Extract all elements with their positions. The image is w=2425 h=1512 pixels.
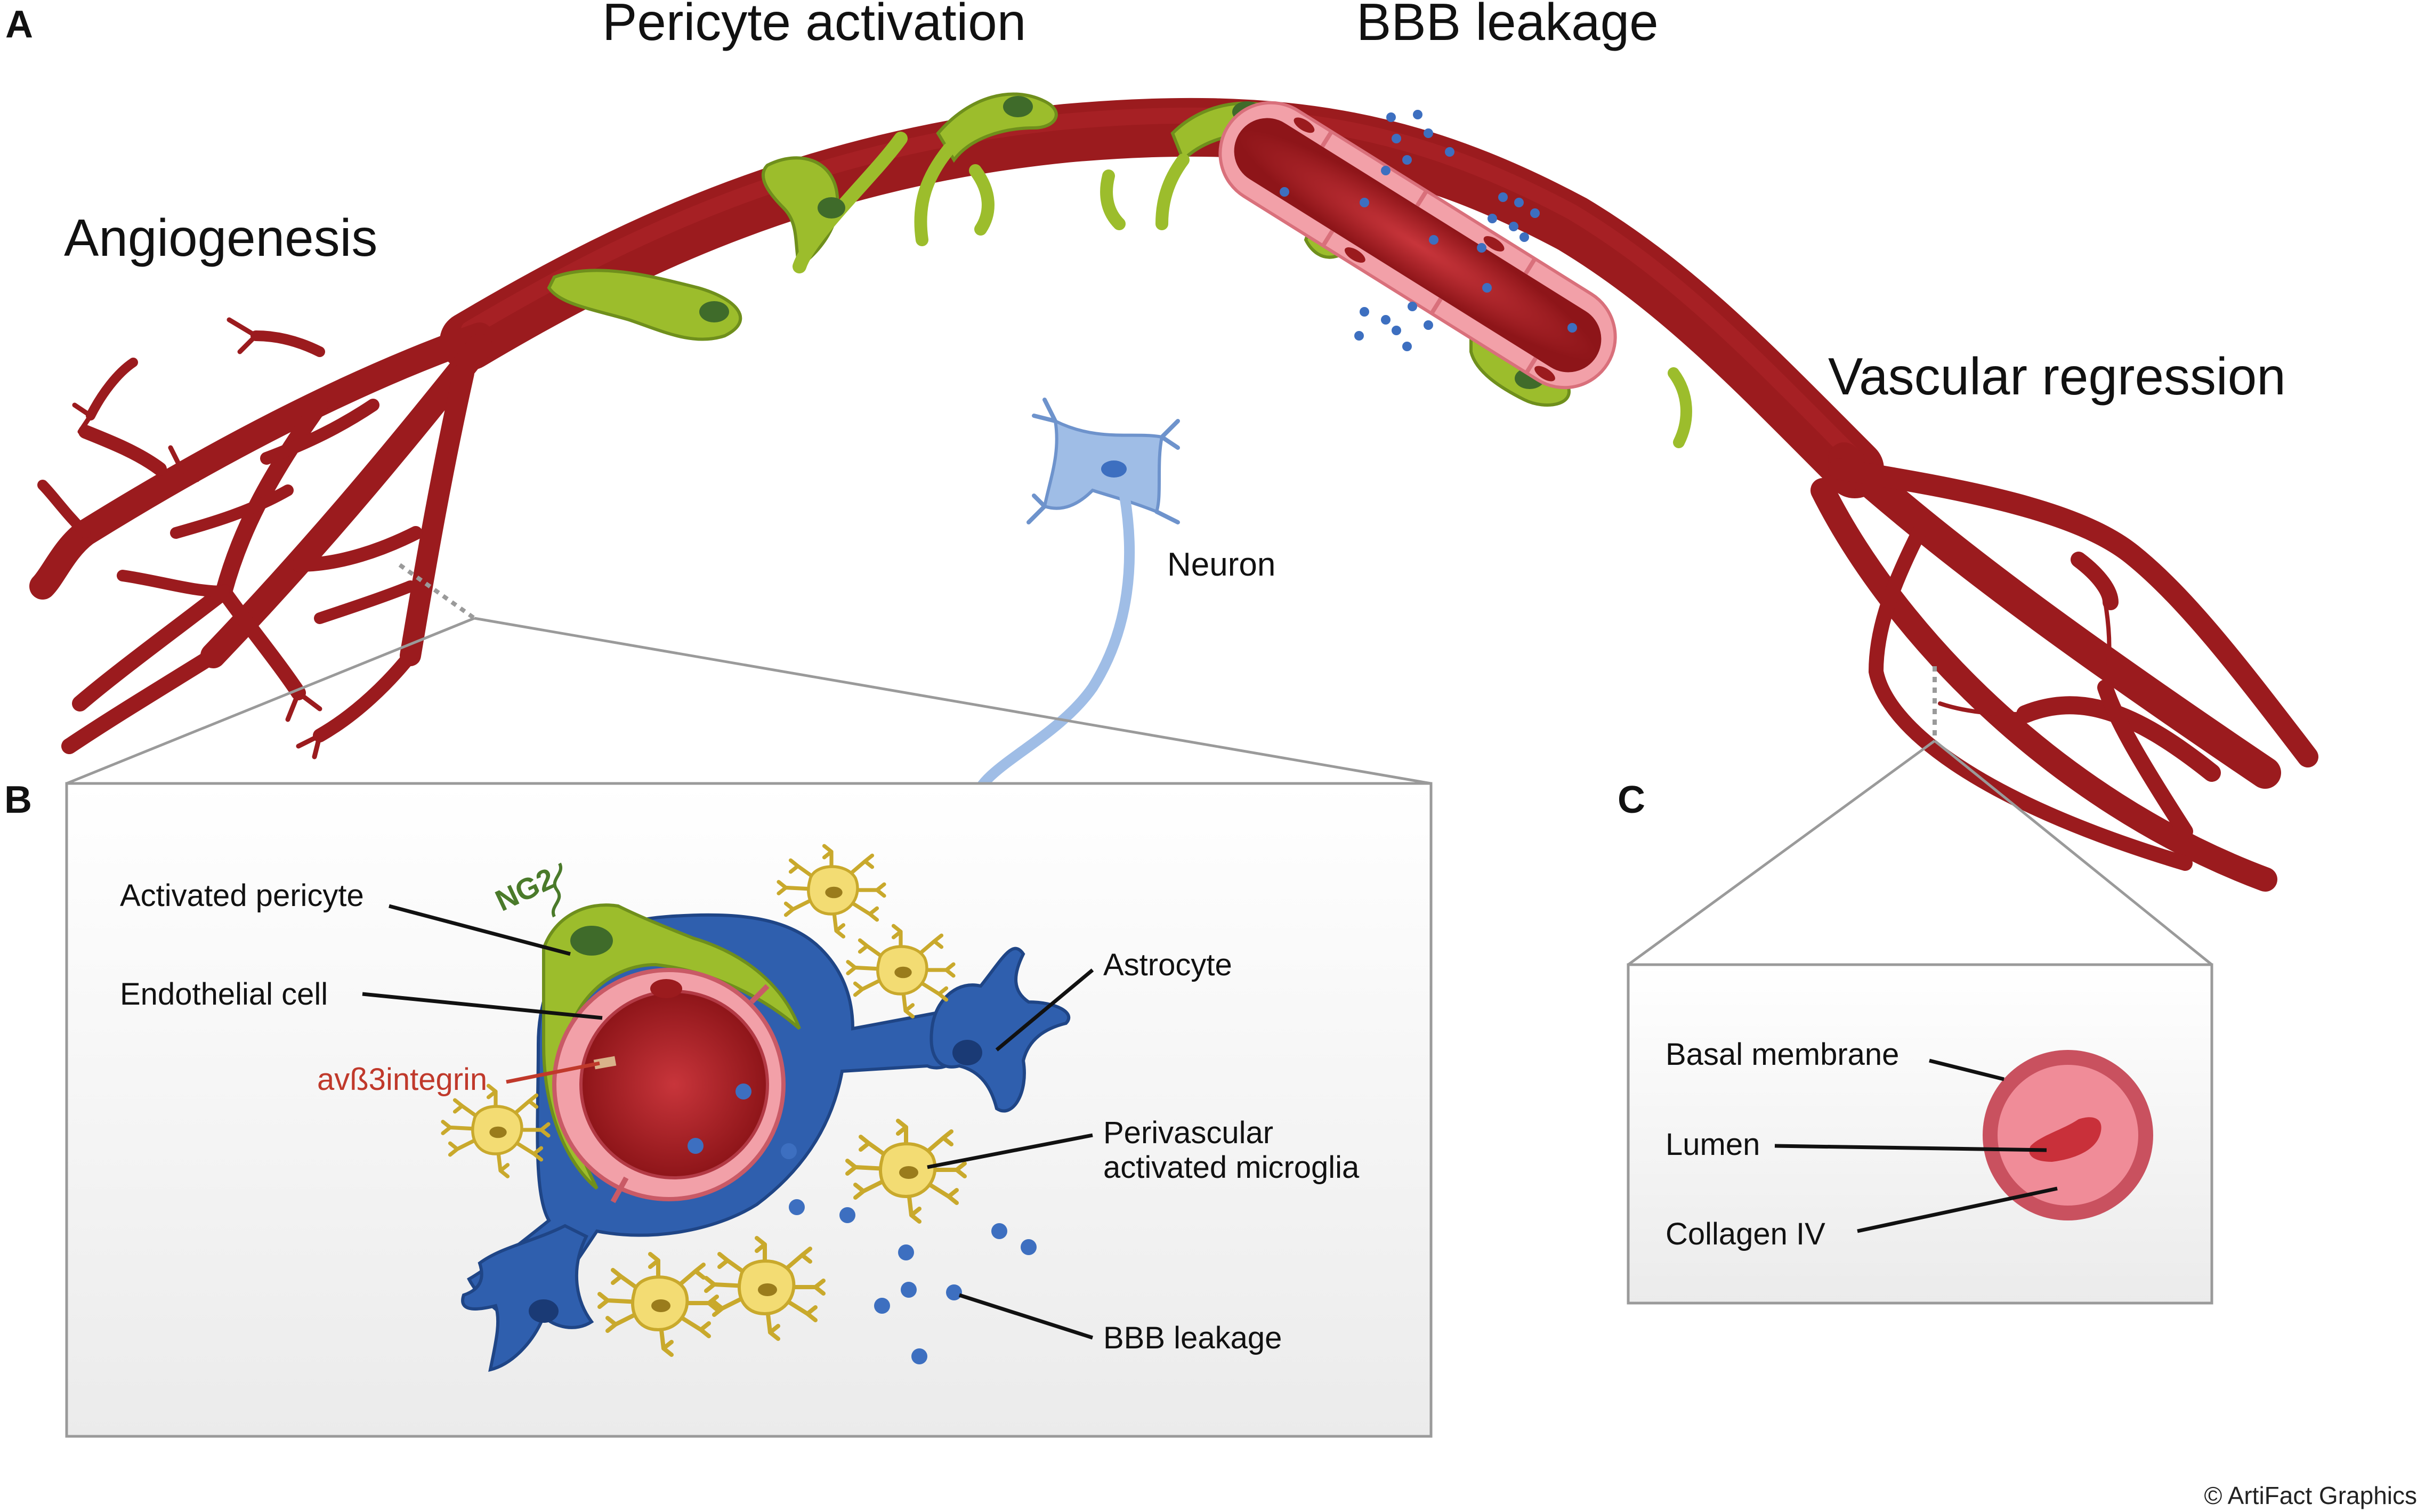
label-neuron: Neuron xyxy=(1167,546,1275,583)
microglia-cell xyxy=(597,1252,719,1357)
angiogenesis-branches xyxy=(29,322,493,754)
leakage-dot xyxy=(874,1298,890,1314)
leakage-dot xyxy=(1381,166,1391,175)
panel-letter-b: B xyxy=(4,779,32,821)
label-bbb-leakage-b: BBB leakage xyxy=(1103,1321,1282,1355)
leakage-dot xyxy=(1386,112,1396,122)
label-astrocyte: Astrocyte xyxy=(1103,948,1232,982)
astrocyte-cell xyxy=(461,1224,594,1372)
leakage-dot xyxy=(911,1348,927,1364)
label-basal-membrane: Basal membrane xyxy=(1666,1037,1899,1072)
sprout-tips xyxy=(72,317,322,759)
leakage-dot xyxy=(1519,232,1529,242)
leakage-dot xyxy=(789,1199,805,1215)
leakage-dot xyxy=(1381,315,1391,325)
microglia-cell xyxy=(704,1236,826,1341)
panel-a-vessel-network xyxy=(29,92,2318,966)
leakage-dot xyxy=(1408,302,1417,311)
panel-letter-a: A xyxy=(5,3,33,46)
bbb-leakage-cutaway xyxy=(1218,101,1617,390)
leakage-dot xyxy=(1498,192,1508,202)
label-vascular-regression: Vascular regression xyxy=(1828,347,2286,406)
leakage-dot xyxy=(1360,307,1369,317)
leakage-dot xyxy=(1509,222,1518,231)
leakage-dot xyxy=(781,1143,797,1159)
leakage-dot xyxy=(1488,214,1497,223)
label-lumen: Lumen xyxy=(1666,1127,1760,1162)
astrocyte-cell xyxy=(929,947,1071,1113)
microglia-cell xyxy=(777,844,886,939)
magnification-lines xyxy=(66,563,2213,966)
leakage-dot xyxy=(901,1282,917,1298)
panel-b-illustration xyxy=(441,844,1071,1372)
label-activated-pericyte: Activated pericyte xyxy=(120,878,364,913)
vessel-cross-section xyxy=(552,968,786,1203)
microglia-group xyxy=(441,844,967,1357)
leakage-dot xyxy=(1477,243,1486,253)
label-angiogenesis: Angiogenesis xyxy=(64,208,377,267)
leakage-dot xyxy=(735,1084,751,1099)
leakage-dot xyxy=(1424,128,1433,138)
leakage-dots-a xyxy=(1280,110,1577,351)
regressed-vessel-cross-section xyxy=(1983,1050,2153,1220)
leakage-dot xyxy=(898,1244,914,1260)
leakage-dot xyxy=(1429,235,1438,245)
leakage-dot xyxy=(1392,134,1401,143)
leakage-dots-b xyxy=(688,1084,1037,1364)
collapsed-lumen xyxy=(2029,1117,2101,1162)
leakage-dot xyxy=(1354,331,1364,341)
pericyte-cell xyxy=(547,269,742,341)
label-endothelial-cell: Endothelial cell xyxy=(120,977,328,1012)
leakage-dot xyxy=(991,1223,1007,1239)
label-pericyte-activation: Pericyte activation xyxy=(602,0,1026,51)
leakage-dot xyxy=(688,1138,704,1154)
leakage-dot xyxy=(1530,208,1540,218)
integrin-marker xyxy=(593,1056,617,1070)
ng2-squiggle xyxy=(552,862,562,918)
leakage-dot xyxy=(1402,342,1412,351)
leakage-dot xyxy=(1392,326,1401,335)
label-bbb-leakage-top: BBB leakage xyxy=(1356,0,1659,51)
leakage-dot xyxy=(839,1207,855,1223)
pericyte-cell xyxy=(914,92,1058,246)
leakage-dot xyxy=(1514,198,1524,207)
label-collagen-iv: Collagen IV xyxy=(1666,1217,1825,1251)
copyright-credit: © ArtiFact Graphics xyxy=(2204,1482,2417,1509)
label-microglia-line2: activated microglia xyxy=(1103,1150,1360,1185)
microglia-cell xyxy=(846,924,956,1018)
leakage-dot xyxy=(1280,187,1289,197)
microglia-cell xyxy=(441,1084,551,1178)
label-microglia-line1: Perivascular xyxy=(1103,1115,1273,1150)
leakage-dot xyxy=(1567,323,1577,333)
leakage-dot xyxy=(1482,283,1492,293)
microglia-cell xyxy=(845,1119,967,1224)
pericyte-process xyxy=(1668,367,1692,448)
label-integrin: avß3integrin xyxy=(317,1062,487,1097)
leakage-dot xyxy=(1360,198,1369,207)
leakage-dot xyxy=(1424,320,1433,330)
leakage-dot xyxy=(1021,1239,1037,1255)
leakage-dot xyxy=(946,1284,962,1300)
regression-branches xyxy=(1810,442,2318,892)
leakage-dot xyxy=(1413,110,1422,119)
pericyte-cell xyxy=(761,132,908,273)
panel-letter-c: C xyxy=(1618,779,1645,821)
panel-b-leader-lines xyxy=(362,904,1094,1340)
leakage-dot xyxy=(1445,147,1454,157)
leakage-dot xyxy=(1402,155,1412,165)
panel-c-leader-lines xyxy=(1774,1058,2058,1233)
